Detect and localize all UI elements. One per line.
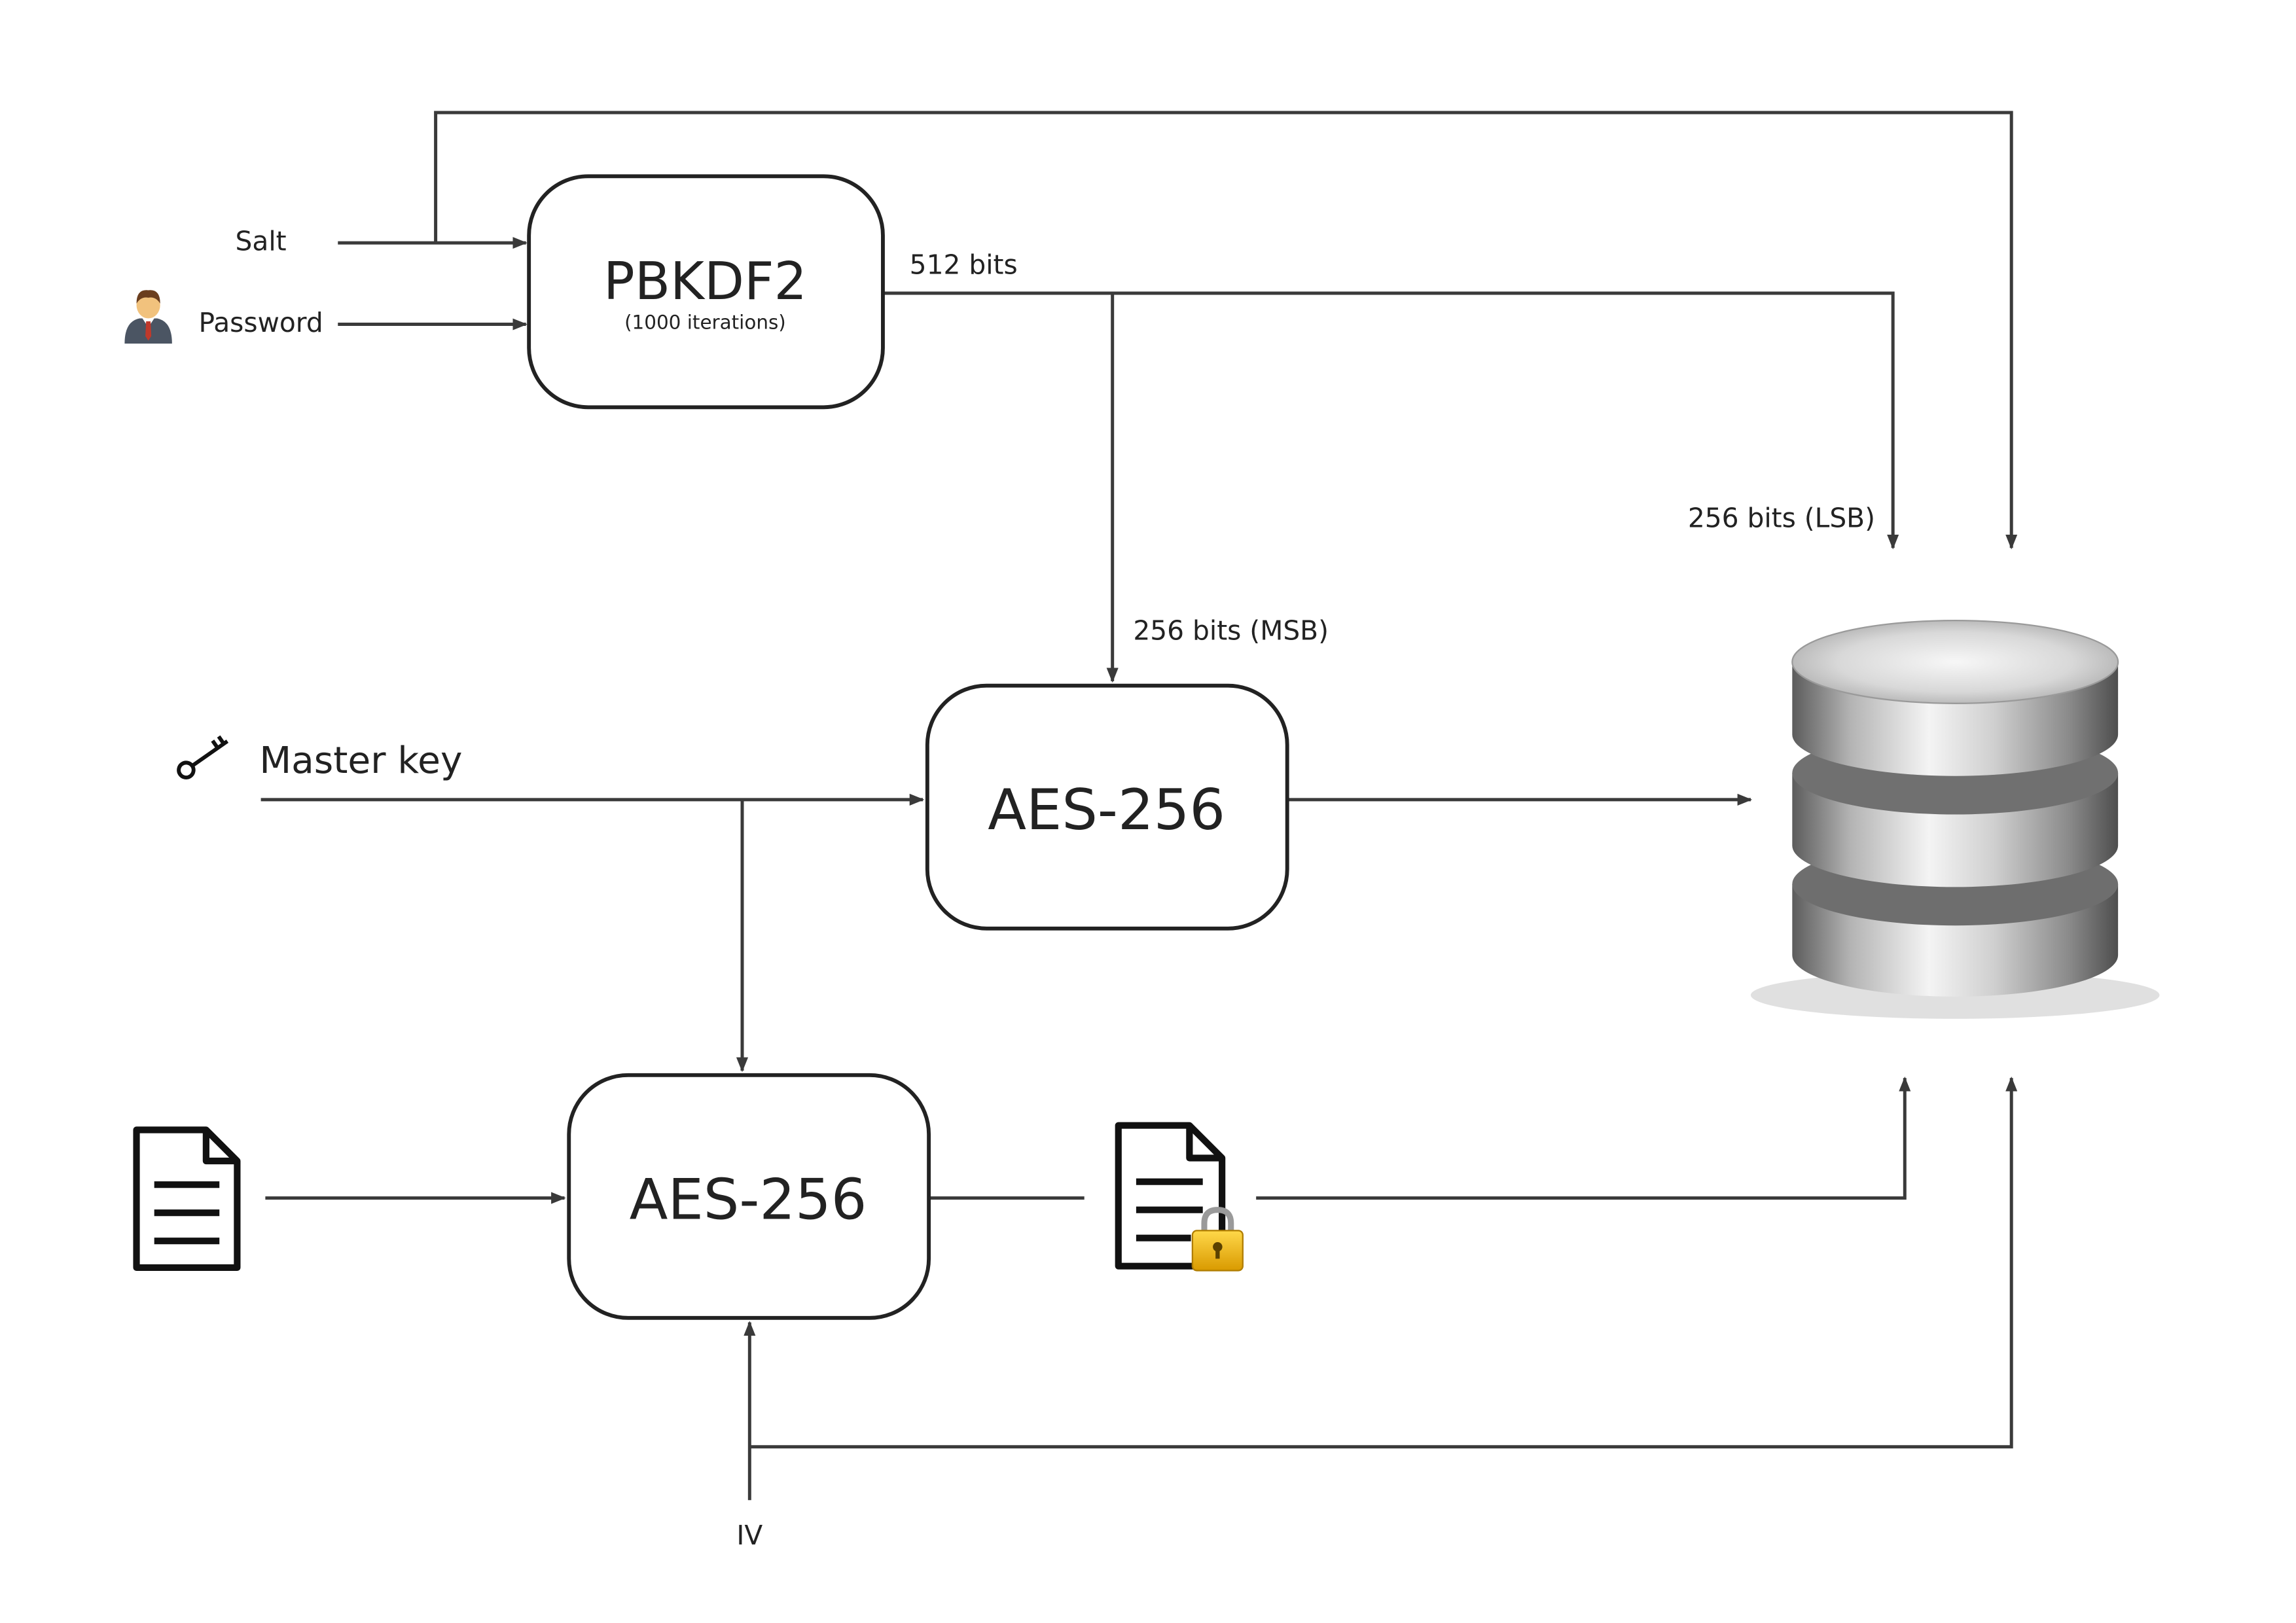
aes-file-title: AES-256 <box>630 1167 867 1232</box>
aes-key-block: AES-256 <box>925 683 1289 931</box>
pbkdf2-title: PBKDF2 <box>603 251 807 312</box>
pbkdf2-subtitle: (1000 iterations) <box>624 311 786 333</box>
key-icon <box>177 735 229 779</box>
iv-label: IV <box>736 1520 762 1551</box>
salt-label: Salt <box>236 225 287 257</box>
password-label: Password <box>198 307 323 338</box>
connectors <box>260 111 2018 1501</box>
aes-key-title: AES-256 <box>988 777 1225 843</box>
iv-to-storage-arrow <box>749 1077 2018 1449</box>
document-icon <box>133 1126 241 1272</box>
lsb-label: 256 bits (LSB) <box>1688 503 1875 534</box>
master-key-label: Master key <box>259 739 462 782</box>
database-icon <box>1750 619 2160 1019</box>
encrypted-to-storage-arrow <box>1256 1077 1911 1200</box>
lock-icon <box>1191 1207 1244 1272</box>
user-icon <box>124 290 172 344</box>
msb-label: 256 bits (MSB) <box>1133 615 1329 647</box>
512-bits-label: 512 bits <box>910 249 1018 281</box>
pbkdf2-block: PBKDF2 (1000 iterations) <box>527 174 885 410</box>
encrypted-document-icon <box>1115 1122 1244 1272</box>
aes-file-block: AES-256 <box>567 1073 931 1320</box>
salt-to-storage-line <box>434 111 2018 550</box>
pbkdf2-output-line <box>882 291 1899 550</box>
